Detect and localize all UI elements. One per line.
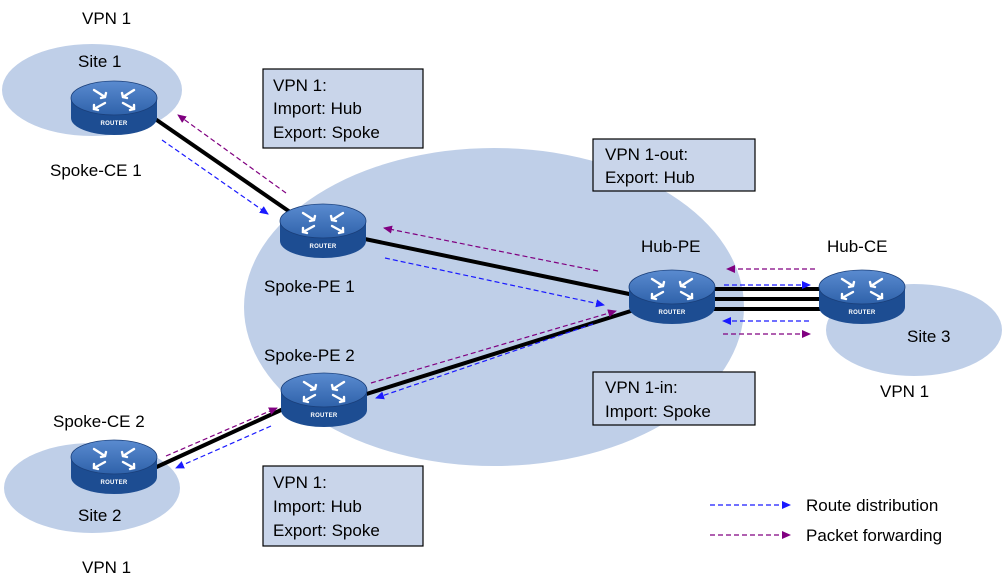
policy-box-spoke-pe1: VPN 1: Import: Hub Export: Spoke	[262, 68, 424, 149]
box-line: Export: Spoke	[273, 123, 380, 142]
links	[146, 112, 830, 472]
box-line: VPN 1:	[273, 473, 327, 492]
link-ce2-pe2	[149, 403, 293, 472]
router-spoke-pe1[interactable]: ROUTER	[278, 202, 368, 260]
router-badge: ROUTER	[100, 121, 127, 127]
route-arrow	[161, 139, 269, 215]
box-line: Export: Hub	[605, 168, 695, 187]
legend: Route distribution Packet forwarding	[710, 496, 942, 545]
vpn-label-site2: VPN 1	[82, 558, 131, 577]
box-line: VPN 1-out:	[605, 145, 688, 164]
box-line: Import: Hub	[273, 99, 362, 118]
router-hub-pe[interactable]: ROUTER	[627, 268, 717, 326]
router-badge: ROUTER	[310, 413, 337, 419]
device-label-spoke-ce2: Spoke-CE 2	[53, 412, 145, 431]
box-line: Import: Spoke	[605, 402, 711, 421]
policy-box-spoke-pe2: VPN 1: Import: Hub Export: Spoke	[262, 465, 424, 547]
router-spoke-ce1[interactable]: ROUTER	[69, 79, 159, 137]
router-badge: ROUTER	[848, 310, 875, 316]
route-arrow	[384, 257, 605, 308]
vpn-label-site3: VPN 1	[880, 382, 929, 401]
link-ce1-pe1	[146, 112, 292, 214]
site-label-site2: Site 2	[78, 506, 121, 525]
box-line: Import: Hub	[273, 497, 362, 516]
packet-arrows	[165, 114, 815, 457]
device-label-spoke-pe2: Spoke-PE 2	[264, 346, 355, 365]
route-arrow	[175, 425, 272, 469]
router-spoke-pe2[interactable]: ROUTER	[279, 371, 369, 429]
router-hub-ce[interactable]: ROUTER	[817, 268, 907, 326]
link-pe1-hubpe	[359, 236, 635, 297]
packet-arrow	[370, 309, 617, 384]
box-line: VPN 1:	[273, 76, 327, 95]
vpn-label-site1: VPN 1	[82, 9, 131, 28]
site-label-site1: Site 1	[78, 52, 121, 71]
router-spoke-ce2[interactable]: ROUTER	[69, 438, 159, 496]
route-arrows	[161, 139, 811, 469]
router-badge: ROUTER	[100, 480, 127, 486]
router-badge: ROUTER	[309, 244, 336, 250]
device-label-hub-ce: Hub-CE	[827, 237, 887, 256]
policy-box-hub-out: VPN 1-out: Export: Hub	[592, 138, 756, 192]
router-badge: ROUTER	[658, 310, 685, 316]
legend-route-label: Route distribution	[806, 496, 938, 515]
device-label-spoke-ce1: Spoke-CE 1	[50, 161, 142, 180]
link-pe2-hubpe	[359, 308, 635, 398]
route-arrow	[375, 323, 594, 400]
policy-box-hub-in: VPN 1-in: Import: Spoke	[592, 371, 756, 426]
device-label-spoke-pe1: Spoke-PE 1	[264, 277, 355, 296]
device-label-hub-pe: Hub-PE	[641, 237, 701, 256]
packet-arrow	[383, 225, 599, 272]
packet-arrow	[177, 114, 287, 194]
packet-arrow	[165, 407, 278, 457]
legend-packet-label: Packet forwarding	[806, 526, 942, 545]
box-line: Export: Spoke	[273, 521, 380, 540]
site-label-site3: Site 3	[907, 327, 950, 346]
box-line: VPN 1-in:	[605, 378, 678, 397]
